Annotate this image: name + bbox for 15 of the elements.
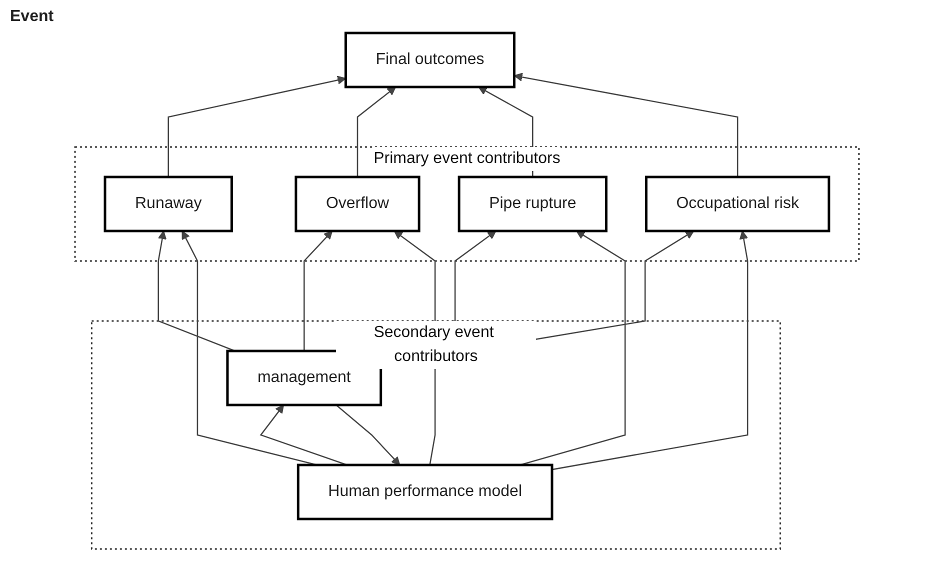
arrow [157, 230, 235, 352]
arrow [167, 76, 346, 177]
arrow [303, 230, 332, 351]
node-box: Pipe rupture [457, 176, 607, 232]
node-box: Final outcomes [344, 32, 515, 88]
arrow [356, 86, 396, 177]
node-box: Human performance model [296, 464, 553, 520]
node-box: management [226, 350, 382, 406]
level-label: Event [10, 8, 54, 26]
arrow [513, 72, 738, 177]
node-box: Overflow [294, 176, 420, 232]
node-box: Occupational risk [644, 176, 830, 232]
node-box: Runaway [103, 176, 232, 232]
arrow [551, 230, 748, 470]
arrow [335, 404, 400, 466]
